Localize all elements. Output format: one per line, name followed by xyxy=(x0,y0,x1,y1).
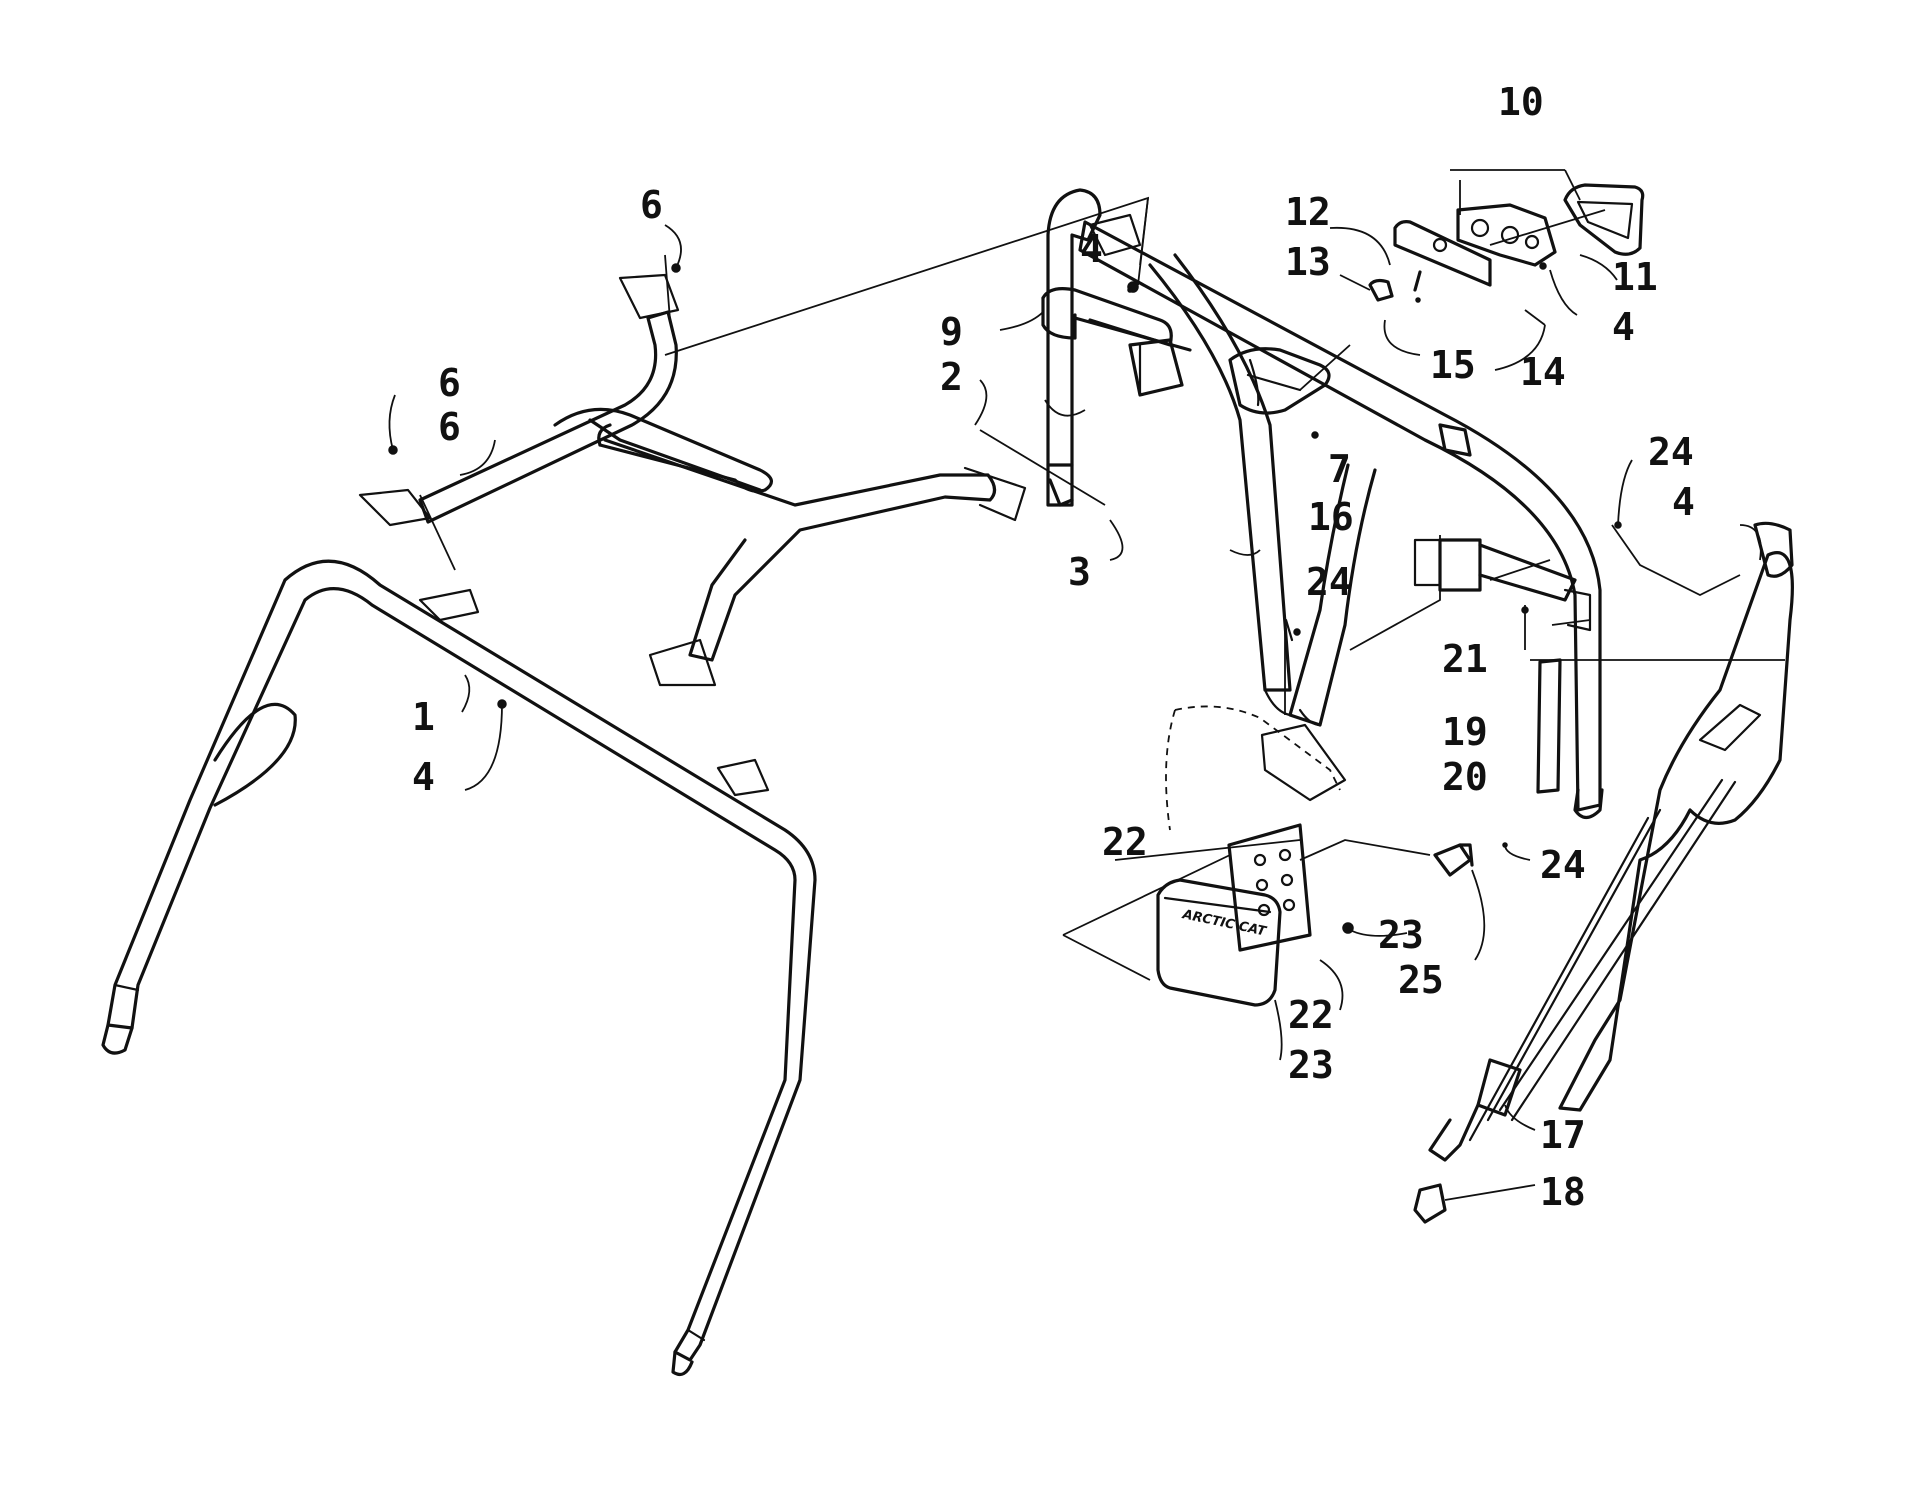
callout-10: 12 xyxy=(1285,190,1331,234)
callout-21: 23 xyxy=(1288,1043,1334,1087)
callout-1: 1 xyxy=(412,695,435,739)
callout-4: 4 xyxy=(1080,227,1103,271)
callout-12: 14 xyxy=(1520,350,1566,394)
box-logo: ARCTIC CAT xyxy=(1180,907,1268,940)
callout-labels: 6 6 6 1 4 4 9 2 3 12 13 10 11 4 15 14 7 … xyxy=(412,80,1695,1214)
callout-24: 24 xyxy=(1648,430,1694,474)
tail-light-assembly xyxy=(1311,183,1645,439)
callout-9: 11 xyxy=(1612,255,1658,299)
callout-25: 25 xyxy=(1398,958,1444,1002)
callout-18: 20 xyxy=(1442,755,1488,799)
callout-14: 16 xyxy=(1308,495,1354,539)
callout-5: 6 xyxy=(438,405,461,449)
callout-23: 23 xyxy=(1378,913,1424,957)
callout-3: 3 xyxy=(1068,550,1091,594)
callout-11: 13 xyxy=(1285,240,1331,284)
callout-24: 24 xyxy=(1540,843,1586,887)
callout-16: 18 xyxy=(1540,1170,1586,1214)
callout-4: 4 xyxy=(412,755,435,799)
leader-lines xyxy=(388,169,1785,1201)
callout-6: 7 xyxy=(1328,447,1351,491)
callout-22: 22 xyxy=(1288,993,1334,1037)
callout-15: 17 xyxy=(1540,1113,1586,1157)
callout-7: 9 xyxy=(940,310,963,354)
callout-20: 22 xyxy=(1102,820,1148,864)
callout-4: 4 xyxy=(1612,305,1635,349)
callout-24: 24 xyxy=(1306,560,1352,604)
callout-4: 4 xyxy=(1672,480,1695,524)
front-roll-hoop xyxy=(101,559,817,1376)
side-net xyxy=(1413,521,1794,1224)
callout-13: 15 xyxy=(1430,343,1476,387)
callout-2: 2 xyxy=(940,355,963,399)
callout-8: 10 xyxy=(1498,80,1544,124)
callout-19: 21 xyxy=(1442,637,1488,681)
upper-front-bar xyxy=(358,263,1027,687)
callout-6: 6 xyxy=(640,183,663,227)
rear-storage-net xyxy=(1228,347,1331,415)
callout-17: 19 xyxy=(1442,710,1488,754)
rear-roll-cage xyxy=(1041,188,1604,820)
callout-6: 6 xyxy=(438,361,461,405)
